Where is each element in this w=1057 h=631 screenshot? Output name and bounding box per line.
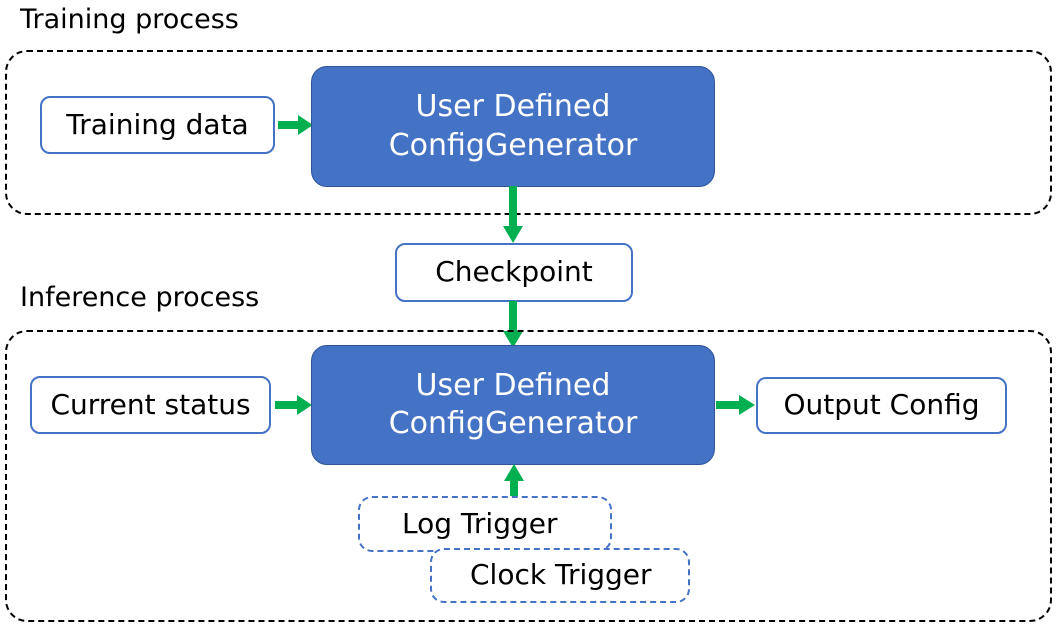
- clock-trigger-node[interactable]: Clock Trigger: [430, 548, 690, 603]
- training-process-container: [5, 50, 1052, 215]
- arrow-down-icon: [501, 301, 525, 349]
- inference-process-container: [5, 330, 1052, 622]
- training-data-node[interactable]: Training data: [40, 96, 275, 154]
- training-configgenerator-node[interactable]: User Defined ConfigGenerator: [311, 66, 715, 187]
- inference-configgenerator-line1: User Defined: [415, 367, 611, 403]
- log-trigger-node[interactable]: Log Trigger: [358, 496, 612, 552]
- training-process-title: Training process: [20, 4, 239, 35]
- current-status-node[interactable]: Current status: [30, 376, 271, 434]
- training-configgenerator-line1: User Defined: [415, 89, 611, 125]
- arrow-right-icon: [716, 393, 756, 417]
- inference-process-title: Inference process: [20, 282, 260, 313]
- output-config-node[interactable]: Output Config: [756, 377, 1007, 434]
- checkpoint-node[interactable]: Checkpoint: [395, 243, 633, 302]
- arrow-down-icon: [501, 186, 525, 244]
- arrow-right-icon: [278, 113, 314, 137]
- arrow-up-icon: [502, 464, 526, 500]
- arrow-right-icon: [275, 393, 313, 417]
- inference-configgenerator-node[interactable]: User Defined ConfigGenerator: [311, 345, 715, 465]
- inference-configgenerator-line2: ConfigGenerator: [388, 406, 638, 441]
- training-configgenerator-line2: ConfigGenerator: [388, 127, 638, 163]
